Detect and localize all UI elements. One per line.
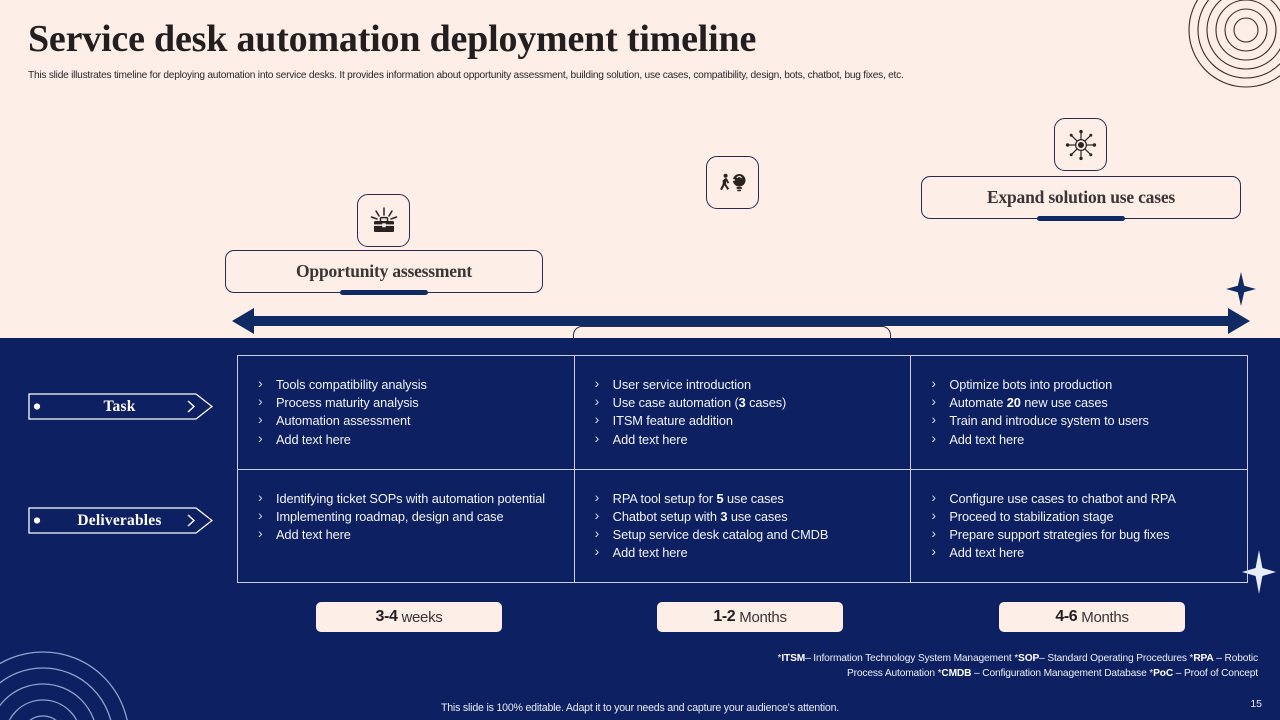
person-lightbulb-icon (706, 156, 759, 209)
list-item: Add text here (585, 543, 897, 562)
row-label-deliverables-text: Deliverables (77, 511, 162, 529)
list-item: Tools compatibility analysis (248, 375, 560, 394)
duration-3-unit: Months (1081, 608, 1129, 626)
list-item: Configure use cases to chatbot and RPA (921, 489, 1233, 508)
list-item: User service introduction (585, 375, 897, 394)
timeline-zone: Opportunity assessment (0, 110, 1280, 371)
list-item: Train and introduce system to users (921, 411, 1233, 430)
list-item: Add text here (248, 430, 560, 449)
duration-pill-3[interactable]: 4-6 Months (999, 602, 1185, 632)
bullet-list: Optimize bots into productionAutomate 20… (921, 375, 1233, 449)
list-item: Setup service desk catalog and CMDB (585, 525, 897, 544)
sparkle-star-decoration-icon (1226, 272, 1256, 306)
milestone-1-accent-bar (340, 289, 428, 295)
table-row-deliverables: Identifying ticket SOPs with automation … (238, 469, 1247, 583)
table-cell-deliverables-1: Identifying ticket SOPs with automation … (238, 469, 575, 582)
page-subtitle: This slide illustrates timeline for depl… (28, 69, 904, 81)
list-item: Optimize bots into production (921, 375, 1233, 394)
table-cell-task-1: Tools compatibility analysisProcess matu… (238, 356, 575, 469)
table-row-task: Tools compatibility analysisProcess matu… (238, 356, 1247, 470)
footnote-block: *ITSM– Information Technology System Man… (648, 652, 1259, 681)
list-item: Chatbot setup with 3 use cases (585, 507, 897, 526)
list-item: Process maturity analysis (248, 393, 560, 412)
duration-pill-1[interactable]: 3-4 weeks (316, 602, 502, 632)
toolbox-idea-icon (357, 194, 410, 247)
timeline-table: Tools compatibility analysisProcess matu… (237, 355, 1248, 583)
row-label-task: Task (28, 393, 213, 420)
list-item: RPA tool setup for 5 use cases (585, 489, 897, 508)
bullet-list: Identifying ticket SOPs with automation … (248, 489, 560, 544)
table-cell-task-3: Optimize bots into productionAutomate 20… (911, 356, 1247, 469)
footer-bar: This slide is 100% editable. Adapt it to… (0, 696, 1280, 720)
row-label-task-text: Task (103, 397, 136, 415)
bullet-list: User service introductionUse case automa… (585, 375, 897, 449)
duration-2-number: 1-2 (713, 608, 736, 625)
list-item: Automation assessment (248, 411, 560, 430)
row-label-deliverables: Deliverables (28, 507, 213, 534)
list-item: Identifying ticket SOPs with automation … (248, 489, 560, 508)
milestone-1-label: Opportunity assessment (296, 261, 472, 281)
list-item: Add text here (921, 543, 1233, 562)
slide-header: Service desk automation deployment timel… (28, 18, 1208, 81)
network-hub-icon (1054, 118, 1107, 171)
list-item: Automate 20 new use cases (921, 393, 1233, 412)
duration-3-number: 4-6 (1055, 608, 1078, 625)
page-title: Service desk automation deployment timel… (28, 18, 757, 60)
page-number: 15 (1250, 698, 1262, 710)
timeline-axis-arrow-icon (232, 308, 1250, 334)
bullet-list: Configure use cases to chatbot and RPAPr… (921, 489, 1233, 562)
duration-1-unit: weeks (401, 608, 443, 626)
bullet-list: RPA tool setup for 5 use casesChatbot se… (585, 489, 897, 562)
milestone-3-label-box[interactable]: Expand solution use cases (921, 176, 1241, 221)
milestone-1-label-box[interactable]: Opportunity assessment (225, 250, 543, 295)
table-cell-task-2: User service introductionUse case automa… (575, 356, 912, 469)
duration-2-unit: Months (739, 608, 787, 626)
bullet-list: Tools compatibility analysisProcess matu… (248, 375, 560, 449)
table-cell-deliverables-2: RPA tool setup for 5 use casesChatbot se… (575, 469, 912, 582)
footnote-line-2: Process Automation *CMDB – Configuration… (846, 667, 1258, 679)
duration-1-number: 3-4 (375, 608, 398, 625)
list-item: Proceed to stabilization stage (921, 507, 1233, 526)
list-item: Add text here (921, 430, 1233, 449)
duration-pill-2[interactable]: 1-2 Months (657, 602, 843, 632)
list-item: ITSM feature addition (585, 411, 897, 430)
table-cell-deliverables-3: Configure use cases to chatbot and RPAPr… (911, 470, 1247, 583)
milestone-3-accent-bar (1037, 215, 1125, 221)
milestone-3-label: Expand solution use cases (986, 187, 1176, 207)
list-item: Add text here (585, 430, 897, 449)
list-item: Prepare support strategies for bug fixes (921, 525, 1233, 544)
list-item: Use case automation (3 cases) (585, 393, 897, 412)
footnote-line-1: *ITSM– Information Technology System Man… (777, 653, 1259, 664)
list-item: Add text here (248, 525, 560, 544)
list-item: Implementing roadmap, design and case (248, 507, 560, 526)
footer-note: This slide is 100% editable. Adapt it to… (440, 702, 840, 714)
